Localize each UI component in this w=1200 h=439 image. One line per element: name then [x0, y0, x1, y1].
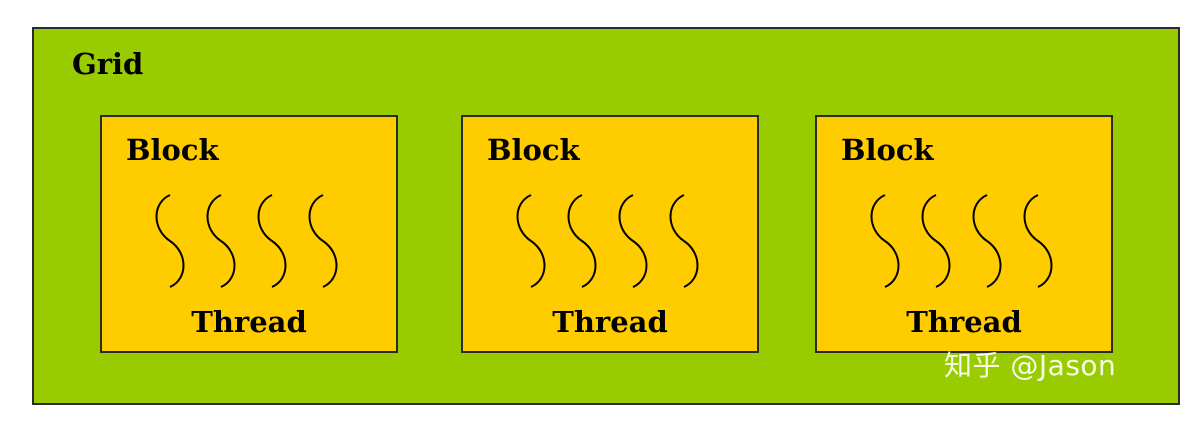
thread-group: [865, 191, 1059, 291]
thread-icon: [921, 194, 951, 288]
block-1: Block Thread: [100, 115, 398, 353]
thread-icon: [618, 194, 648, 288]
thread-icon: [669, 194, 699, 288]
thread-icon: [1023, 194, 1053, 288]
thread-icon: [206, 194, 236, 288]
block-2: Block Thread: [461, 115, 759, 353]
grid-container: Grid Block Thread Block Thread Block Thr…: [32, 27, 1180, 405]
thread-icon: [972, 194, 1002, 288]
thread-icon: [308, 194, 338, 288]
grid-label: Grid: [72, 47, 144, 81]
thread-group: [150, 191, 344, 291]
thread-group: [511, 191, 705, 291]
thread-label: Thread: [552, 305, 668, 339]
thread-icon: [516, 194, 546, 288]
thread-icon: [870, 194, 900, 288]
block-label: Block: [841, 133, 934, 167]
block-label: Block: [487, 133, 580, 167]
thread-label: Thread: [191, 305, 307, 339]
block-3: Block Thread: [815, 115, 1113, 353]
block-label: Block: [126, 133, 219, 167]
watermark: 知乎 @Jason: [944, 349, 1117, 382]
thread-icon: [567, 194, 597, 288]
thread-icon: [257, 194, 287, 288]
thread-label: Thread: [906, 305, 1022, 339]
thread-icon: [155, 194, 185, 288]
